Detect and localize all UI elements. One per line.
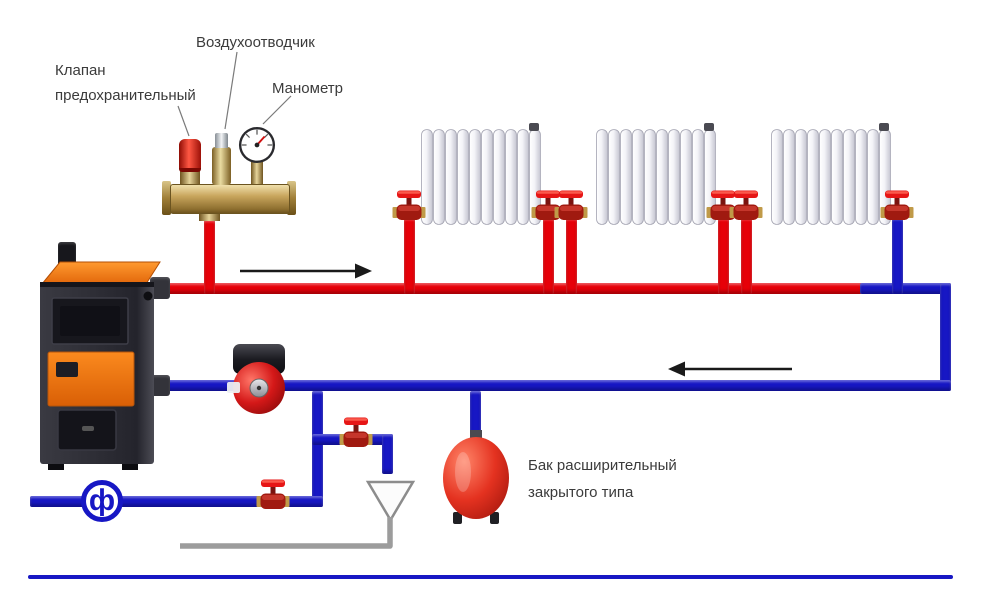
manometer-stem xyxy=(251,161,263,185)
pipe-drain-vertical xyxy=(312,391,323,507)
manifold-end-cap-left xyxy=(162,181,171,215)
boiler-top xyxy=(40,261,161,285)
manifold-end-cap-right xyxy=(287,181,296,215)
pipe-radiator1-left xyxy=(404,218,415,294)
pipe-radiator3-left xyxy=(741,218,752,294)
pipe-radiator1-right xyxy=(543,218,554,294)
pipe-radiator2-left xyxy=(566,218,577,294)
radiator-2 xyxy=(596,129,716,225)
pipe-radiator2-right xyxy=(718,218,729,294)
radiator1-plug xyxy=(529,123,539,131)
label-expansion-tank: Бак расширительный закрытого типа xyxy=(528,452,677,506)
leader-air-vent xyxy=(224,51,238,130)
pump-nameplate xyxy=(227,382,240,393)
label-safety-valve: Клапан предохранительный xyxy=(55,58,196,108)
air-vent-cap xyxy=(215,133,228,148)
diagram-bottom-border xyxy=(28,575,953,579)
boiler-return-stub xyxy=(150,375,170,396)
drain-funnel xyxy=(365,480,416,523)
pipe-supply-main xyxy=(160,283,862,294)
drain-pipe xyxy=(180,517,393,549)
valve-radiator3-left xyxy=(729,189,763,221)
valve-makeup-water xyxy=(256,478,290,510)
label-safety-valve-line2: предохранительный xyxy=(55,87,196,104)
radiator-1 xyxy=(421,129,541,225)
valve-drain xyxy=(339,416,373,448)
label-expansion-tank-line1: Бак расширительный xyxy=(528,457,677,474)
safety-valve-nut xyxy=(180,170,200,185)
pipe-return-right-riser xyxy=(940,283,951,391)
pipe-return-main xyxy=(163,380,951,391)
safety-valve xyxy=(179,139,201,172)
label-manometer: Манометр xyxy=(272,80,344,97)
expansion-tank xyxy=(443,430,509,524)
filter-letter: ф xyxy=(88,484,116,517)
filter-symbol: ф xyxy=(81,480,123,522)
pipe-return-top-segment xyxy=(860,283,951,294)
boiler-badge xyxy=(56,362,78,377)
pipe-makeup-water xyxy=(30,496,323,507)
pipe-drain-elbow xyxy=(382,434,393,474)
valve-radiator1-left xyxy=(392,189,426,221)
pipe-expansion-tank xyxy=(470,391,481,438)
safety-group-manifold xyxy=(170,184,290,214)
flow-arrow-supply xyxy=(240,263,372,279)
boiler-supply-stub xyxy=(150,277,170,299)
flow-arrow-return xyxy=(668,361,792,377)
pipe-supply-manifold-riser xyxy=(204,220,215,294)
label-expansion-tank-line2: закрытого типа xyxy=(528,484,634,501)
air-vent xyxy=(212,147,231,185)
tank-body xyxy=(443,437,509,519)
valve-radiator3-right xyxy=(880,189,914,221)
radiator2-plug xyxy=(704,123,714,131)
boiler-knob xyxy=(143,291,153,301)
valve-radiator2-left xyxy=(554,189,588,221)
boiler xyxy=(40,261,161,470)
boiler-flue-collar xyxy=(58,242,76,264)
label-air-vent: Воздухоотводчик xyxy=(196,34,315,51)
leader-safety-valve xyxy=(177,105,190,137)
radiator-3 xyxy=(771,129,891,225)
circulation-pump xyxy=(227,344,285,414)
boiler-front-panel xyxy=(47,351,135,407)
manifold-outlet-nut xyxy=(199,211,220,221)
manometer-gauge xyxy=(238,126,276,164)
label-safety-valve-line1: Клапан xyxy=(55,62,106,79)
radiator3-plug xyxy=(879,123,889,131)
pipe-radiator3-right xyxy=(892,218,903,294)
